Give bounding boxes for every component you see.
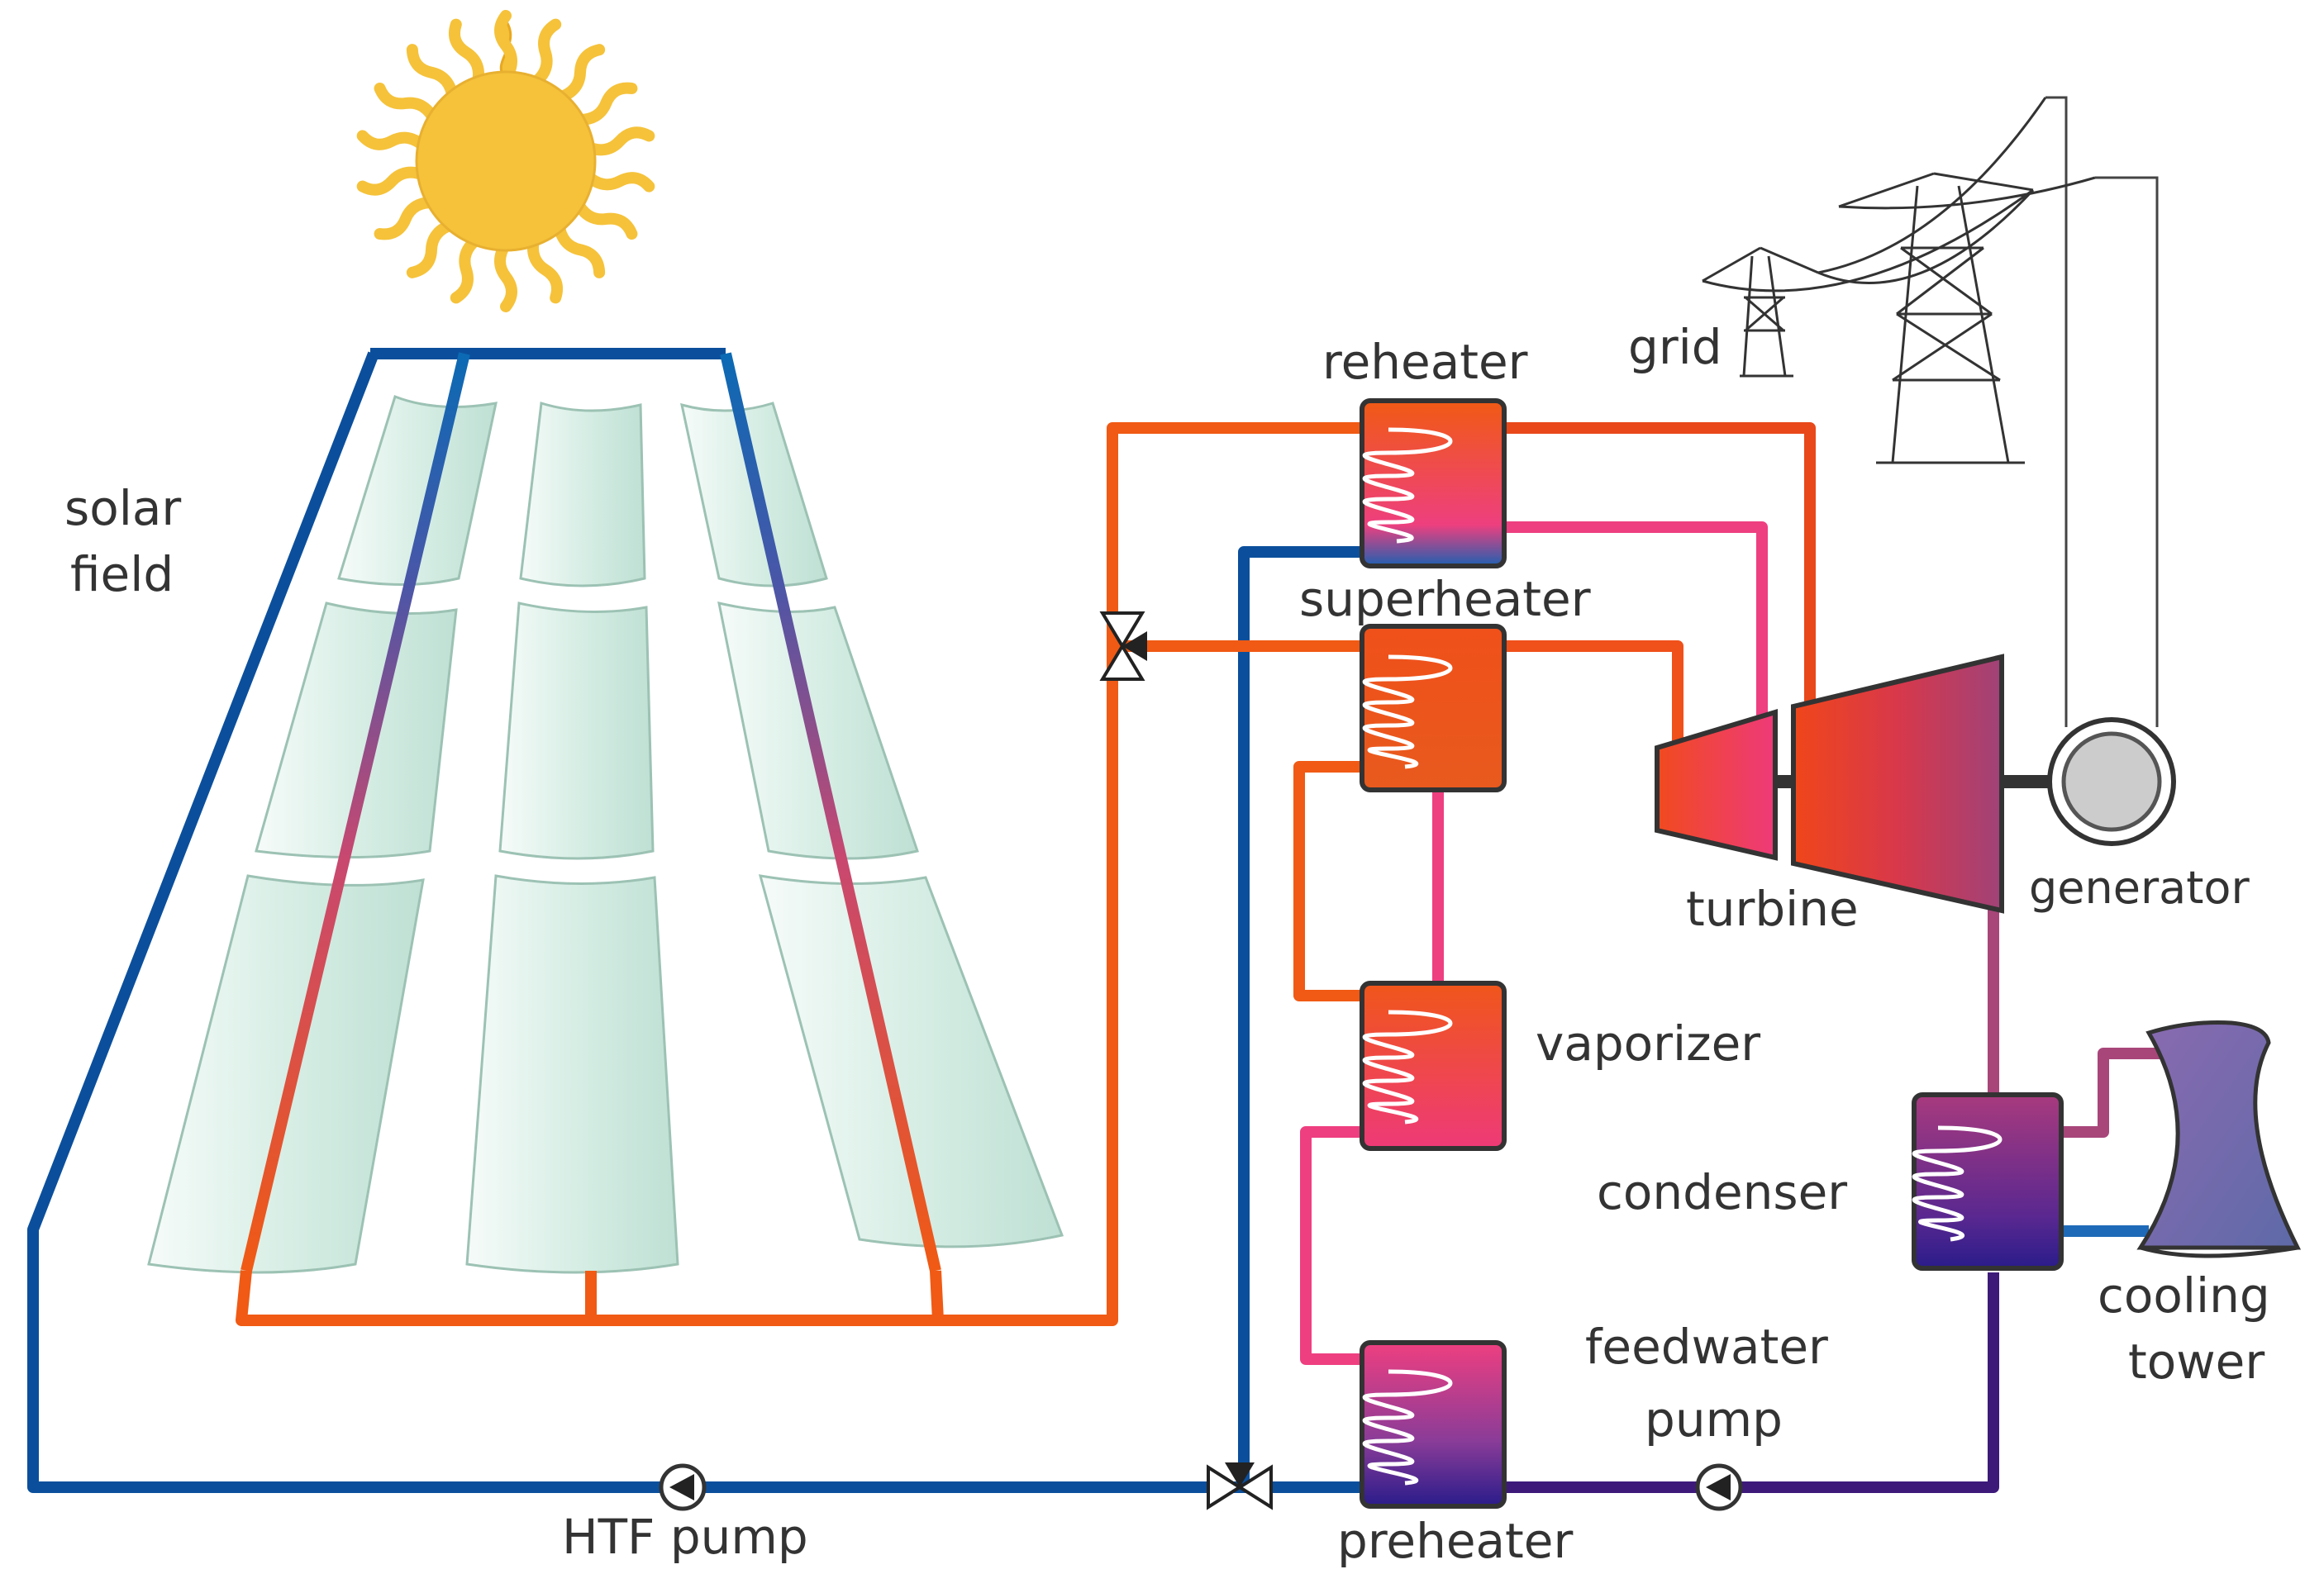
feedwater-pump-icon <box>1695 1463 1743 1511</box>
label-reheater: reheater <box>1322 334 1528 390</box>
label-feedwater-pump-1: feedwater <box>1585 1319 1828 1375</box>
label-solar-field-2: field <box>70 546 174 602</box>
label-vaporizer: vaporizer <box>1536 1015 1760 1072</box>
reheat-steam-pipes <box>1494 422 1816 748</box>
condensate-pipes <box>1496 1272 1999 1493</box>
turbine-shaft-1 <box>1775 775 1793 788</box>
reheater-heat-exchanger-icon <box>1360 398 1507 568</box>
label-superheater: superheater <box>1299 571 1591 627</box>
solar-field-mirrors <box>147 395 1064 1274</box>
label-cooling-tower-1: cooling <box>2098 1267 2270 1324</box>
label-feedwater-pump-2: pump <box>1645 1391 1783 1448</box>
label-turbine: turbine <box>1686 881 1859 937</box>
label-cooling-tower-2: tower <box>2128 1334 2264 1390</box>
label-solar-field-1: solar <box>64 480 181 536</box>
lp-turbine <box>1791 654 2004 914</box>
hot-htf-pipes <box>236 422 1372 1326</box>
cooling-tower-icon <box>2136 1020 2302 1258</box>
superheater-heat-exchanger-icon <box>1360 624 1507 792</box>
label-htf-pump: HTF pump <box>562 1509 808 1565</box>
sun-icon <box>356 10 655 312</box>
valve-icon-cold <box>1207 1462 1273 1510</box>
label-grid: grid <box>1628 319 1722 375</box>
hp-turbine <box>1655 708 1778 861</box>
label-preheater: preheater <box>1337 1513 1573 1569</box>
steam-water-pipes <box>1300 768 1444 1365</box>
turbine-shaft-2 <box>2002 775 2051 788</box>
label-condenser: condenser <box>1597 1164 1847 1220</box>
solar-field-risers <box>240 352 941 1320</box>
condenser-heat-exchanger-icon <box>1912 1092 2064 1271</box>
label-generator: generator <box>2029 862 2250 914</box>
vaporizer-heat-exchanger-icon <box>1360 981 1507 1151</box>
cooling-water-pipes <box>2062 1048 2161 1237</box>
valve-icon-hot <box>1099 611 1147 681</box>
generator-wires <box>2045 96 2159 727</box>
generator-icon <box>2047 717 2176 846</box>
transmission-tower-icon <box>1702 97 2096 464</box>
preheater-heat-exchanger-icon <box>1360 1340 1507 1509</box>
htf-pump-icon <box>659 1463 707 1511</box>
